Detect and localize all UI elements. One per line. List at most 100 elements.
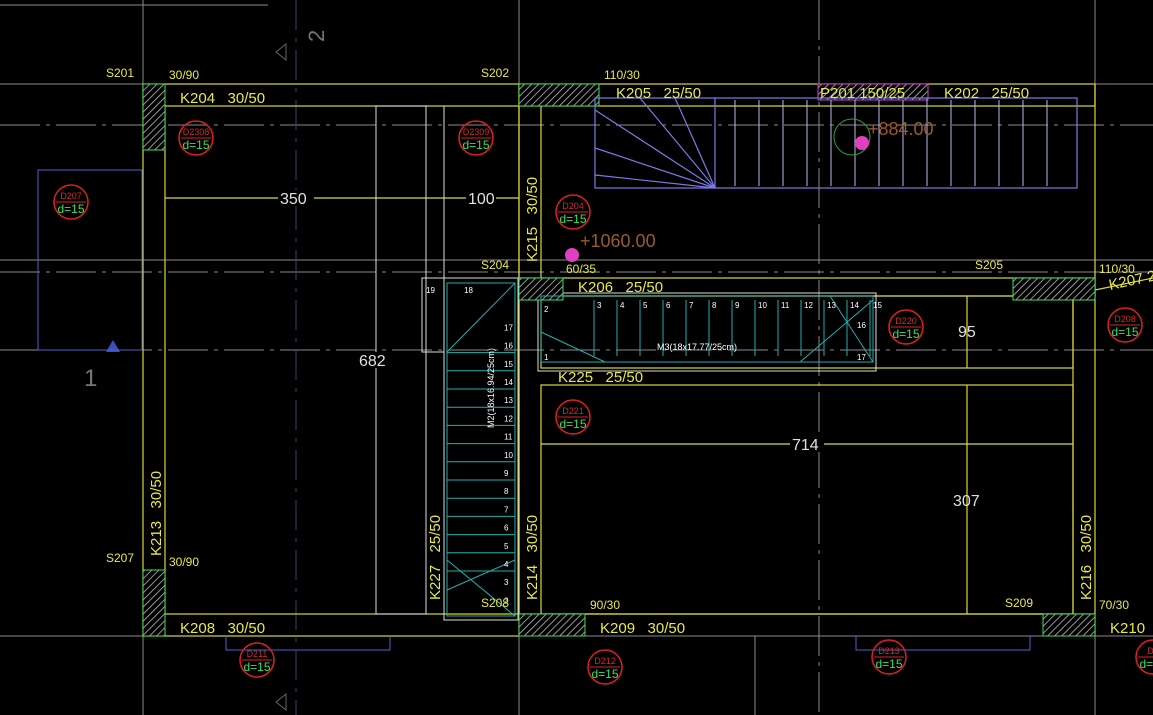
beam-k210: K210 (1110, 620, 1145, 637)
step-number: 10 (758, 301, 767, 310)
step-number: 10 (504, 451, 513, 460)
axis-markers: 1 2 (84, 30, 329, 712)
step-number: 17 (857, 353, 866, 362)
column-size-s207: 30/90 (169, 555, 199, 569)
step-number: 16 (504, 342, 513, 351)
slab-marker-d2[interactable]: D2d=15 (1135, 639, 1153, 675)
column-size-s205: 110/30 (1099, 262, 1135, 276)
slab-thickness: d=15 (559, 417, 586, 431)
step-number: 15 (504, 360, 513, 369)
beam-k205: K205 25/50 (616, 85, 701, 102)
stair-labels: M2(18x16.94/25cm) M3(18x17.77/25cm) (486, 342, 737, 428)
stair-m2-label: M2(18x16.94/25cm) (486, 348, 496, 428)
beam-k213: K213 30/50 (148, 471, 165, 556)
slab-id: D208 (1114, 314, 1136, 324)
slab-thickness: d=15 (1111, 325, 1138, 339)
beam-k215: K215 30/50 (524, 177, 541, 262)
column-s201: S201 (106, 66, 134, 80)
step-number: 11 (504, 433, 513, 442)
beam-k208: K208 30/50 (180, 620, 265, 637)
beam-p201: P201 150/25 (820, 85, 905, 102)
dim-307: 307 (953, 493, 980, 510)
slab-id: D221 (562, 406, 584, 416)
dimension-labels: 350 100 682 714 95 307 (278, 190, 980, 510)
column-size-s204: 60/35 (566, 262, 596, 276)
slab-thickness: d=15 (1139, 657, 1153, 671)
step-number: 5 (643, 301, 648, 310)
stair-m3-label: M3(18x17.77/25cm) (657, 342, 737, 352)
slab-thickness: d=15 (243, 660, 270, 674)
axis-label-2: 2 (304, 30, 329, 42)
elevation-1060: +1060.00 (580, 231, 656, 251)
slab-id: D220 (895, 316, 917, 326)
beam-k204: K204 30/50 (180, 90, 265, 107)
beam-k214: K214 30/50 (524, 515, 541, 600)
step-number: 9 (504, 469, 509, 478)
hatched-columns (142, 83, 1096, 637)
column-size-s209: 70/30 (1099, 598, 1129, 612)
step-number: 14 (504, 378, 513, 387)
step-number: 13 (504, 396, 513, 405)
slab-thickness: d=15 (57, 202, 84, 216)
step-number: 6 (666, 301, 671, 310)
column-size-s208: 90/30 (590, 598, 620, 612)
dim-95: 95 (958, 324, 976, 341)
step-number: 2 (504, 596, 509, 605)
slab-thickness: d=15 (559, 212, 586, 226)
step-number: 3 (597, 301, 602, 310)
slab-id: D213 (878, 646, 900, 656)
beam-k225: K225 25/50 (558, 369, 643, 386)
step-number: 14 (850, 301, 859, 310)
step-number: 16 (857, 321, 866, 330)
slab-thickness: d=15 (182, 138, 209, 152)
stair-m2 (446, 282, 516, 617)
stair-m3-treads (593, 300, 871, 356)
column-size-s202: 110/30 (604, 68, 640, 82)
slab-thickness: d=15 (875, 657, 902, 671)
slab-id: D2308 (183, 127, 210, 137)
step-number: 18 (464, 286, 473, 295)
slab-thickness: d=15 (462, 138, 489, 152)
column-s208: S208 (481, 596, 509, 610)
column-s204: S204 (481, 258, 509, 272)
beam-k227: K227 25/50 (427, 515, 444, 600)
step-number: 11 (781, 301, 790, 310)
step-number: 17 (504, 323, 513, 332)
beam-k216: K216 30/50 (1078, 515, 1095, 600)
column-s202: S202 (481, 66, 509, 80)
step-number: 3 (504, 578, 509, 587)
upper-staircase (594, 97, 1078, 189)
dim-682: 682 (359, 353, 386, 370)
dim-350: 350 (280, 191, 307, 208)
slab-thickness: d=15 (591, 667, 618, 681)
step-number: 15 (873, 301, 882, 310)
step-number: 4 (620, 301, 625, 310)
step-number: 1 (544, 353, 549, 362)
slab-id: D2309 (463, 127, 490, 137)
elevation-884: +884.00 (868, 119, 934, 139)
stair-m2-treads (447, 352, 515, 572)
step-number: 8 (712, 301, 717, 310)
step-number: 9 (735, 301, 740, 310)
step-number: 2 (544, 305, 549, 314)
beam-k209: K209 30/50 (600, 620, 685, 637)
dim-714: 714 (792, 437, 819, 454)
column-s205: S205 (975, 258, 1003, 272)
beam-k202: K202 25/50 (944, 85, 1029, 102)
beam-outlines (142, 83, 1153, 637)
